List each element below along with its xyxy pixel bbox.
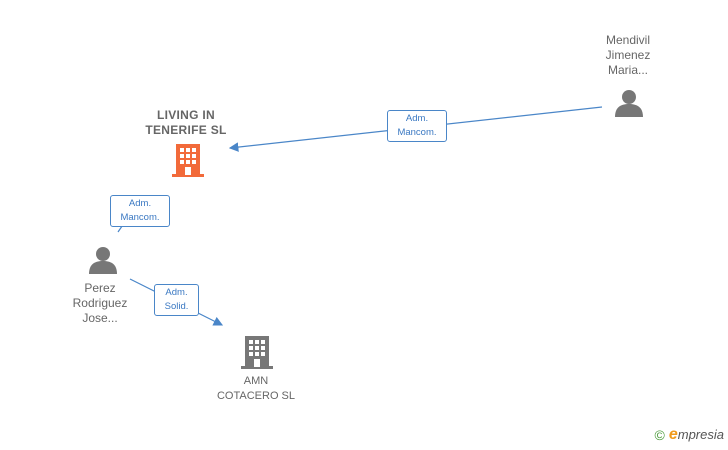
person-icon[interactable] (614, 88, 644, 118)
company-label-living-in-tenerife[interactable]: LIVING IN TENERIFE SL (145, 108, 227, 137)
company-label-amn-cotacero[interactable]: AMN COTACERO SL (216, 375, 296, 402)
empresia-logo-initial: e (668, 426, 678, 443)
edge-label-adm-mancom: Adm. Mancom. (387, 110, 447, 142)
person-label-perez[interactable]: Perez Rodriguez Jose... (72, 281, 128, 325)
building-icon[interactable] (241, 334, 273, 370)
building-icon[interactable] (172, 142, 204, 178)
person-label-mendivil[interactable]: Mendivil Jimenez Maria... (605, 33, 651, 77)
person-icon[interactable] (88, 245, 118, 275)
empresia-watermark: © empresia (655, 426, 724, 444)
edge-label-adm-mancom: Adm. Mancom. (110, 195, 170, 227)
copyright-icon: © (654, 427, 665, 443)
empresia-logo-text: mpresia (677, 427, 724, 442)
edge-label-adm-solid: Adm. Solid. (154, 284, 199, 316)
